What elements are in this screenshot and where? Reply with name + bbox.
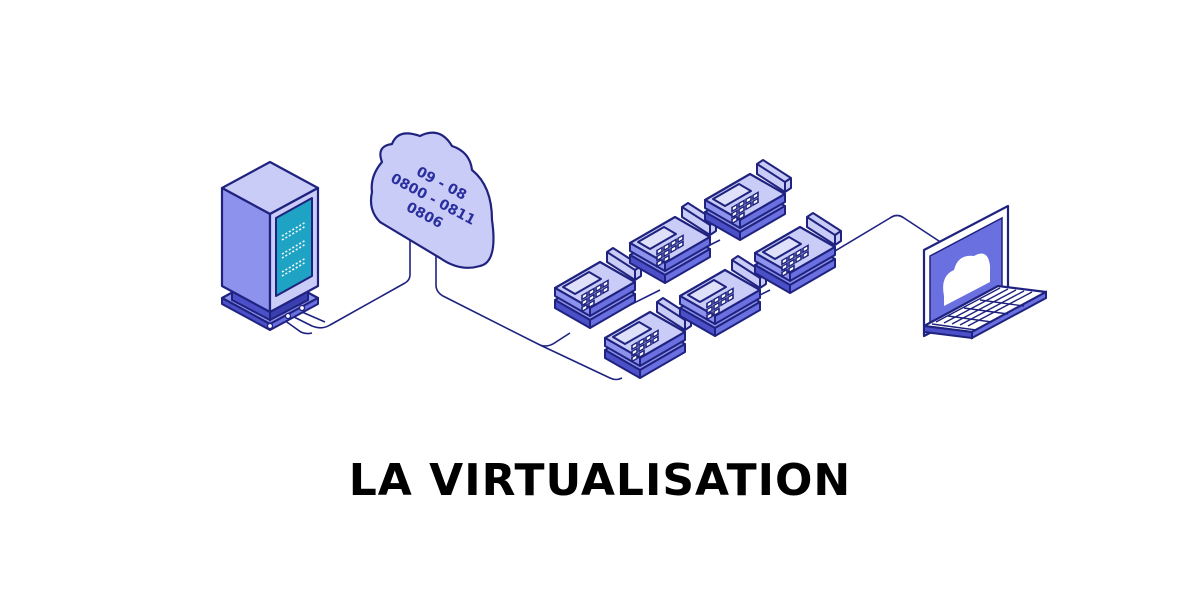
server-icon [220,160,320,331]
phone-icon [628,201,718,285]
phones-group [553,158,843,380]
phone-icon [553,246,643,330]
laptop-icon [922,204,1048,340]
phone-icon [703,158,793,242]
page-title: LA VIRTUALISATION [348,455,852,506]
cloud-icon: 09 - 08 0800 - 0811 0806 [369,131,495,269]
